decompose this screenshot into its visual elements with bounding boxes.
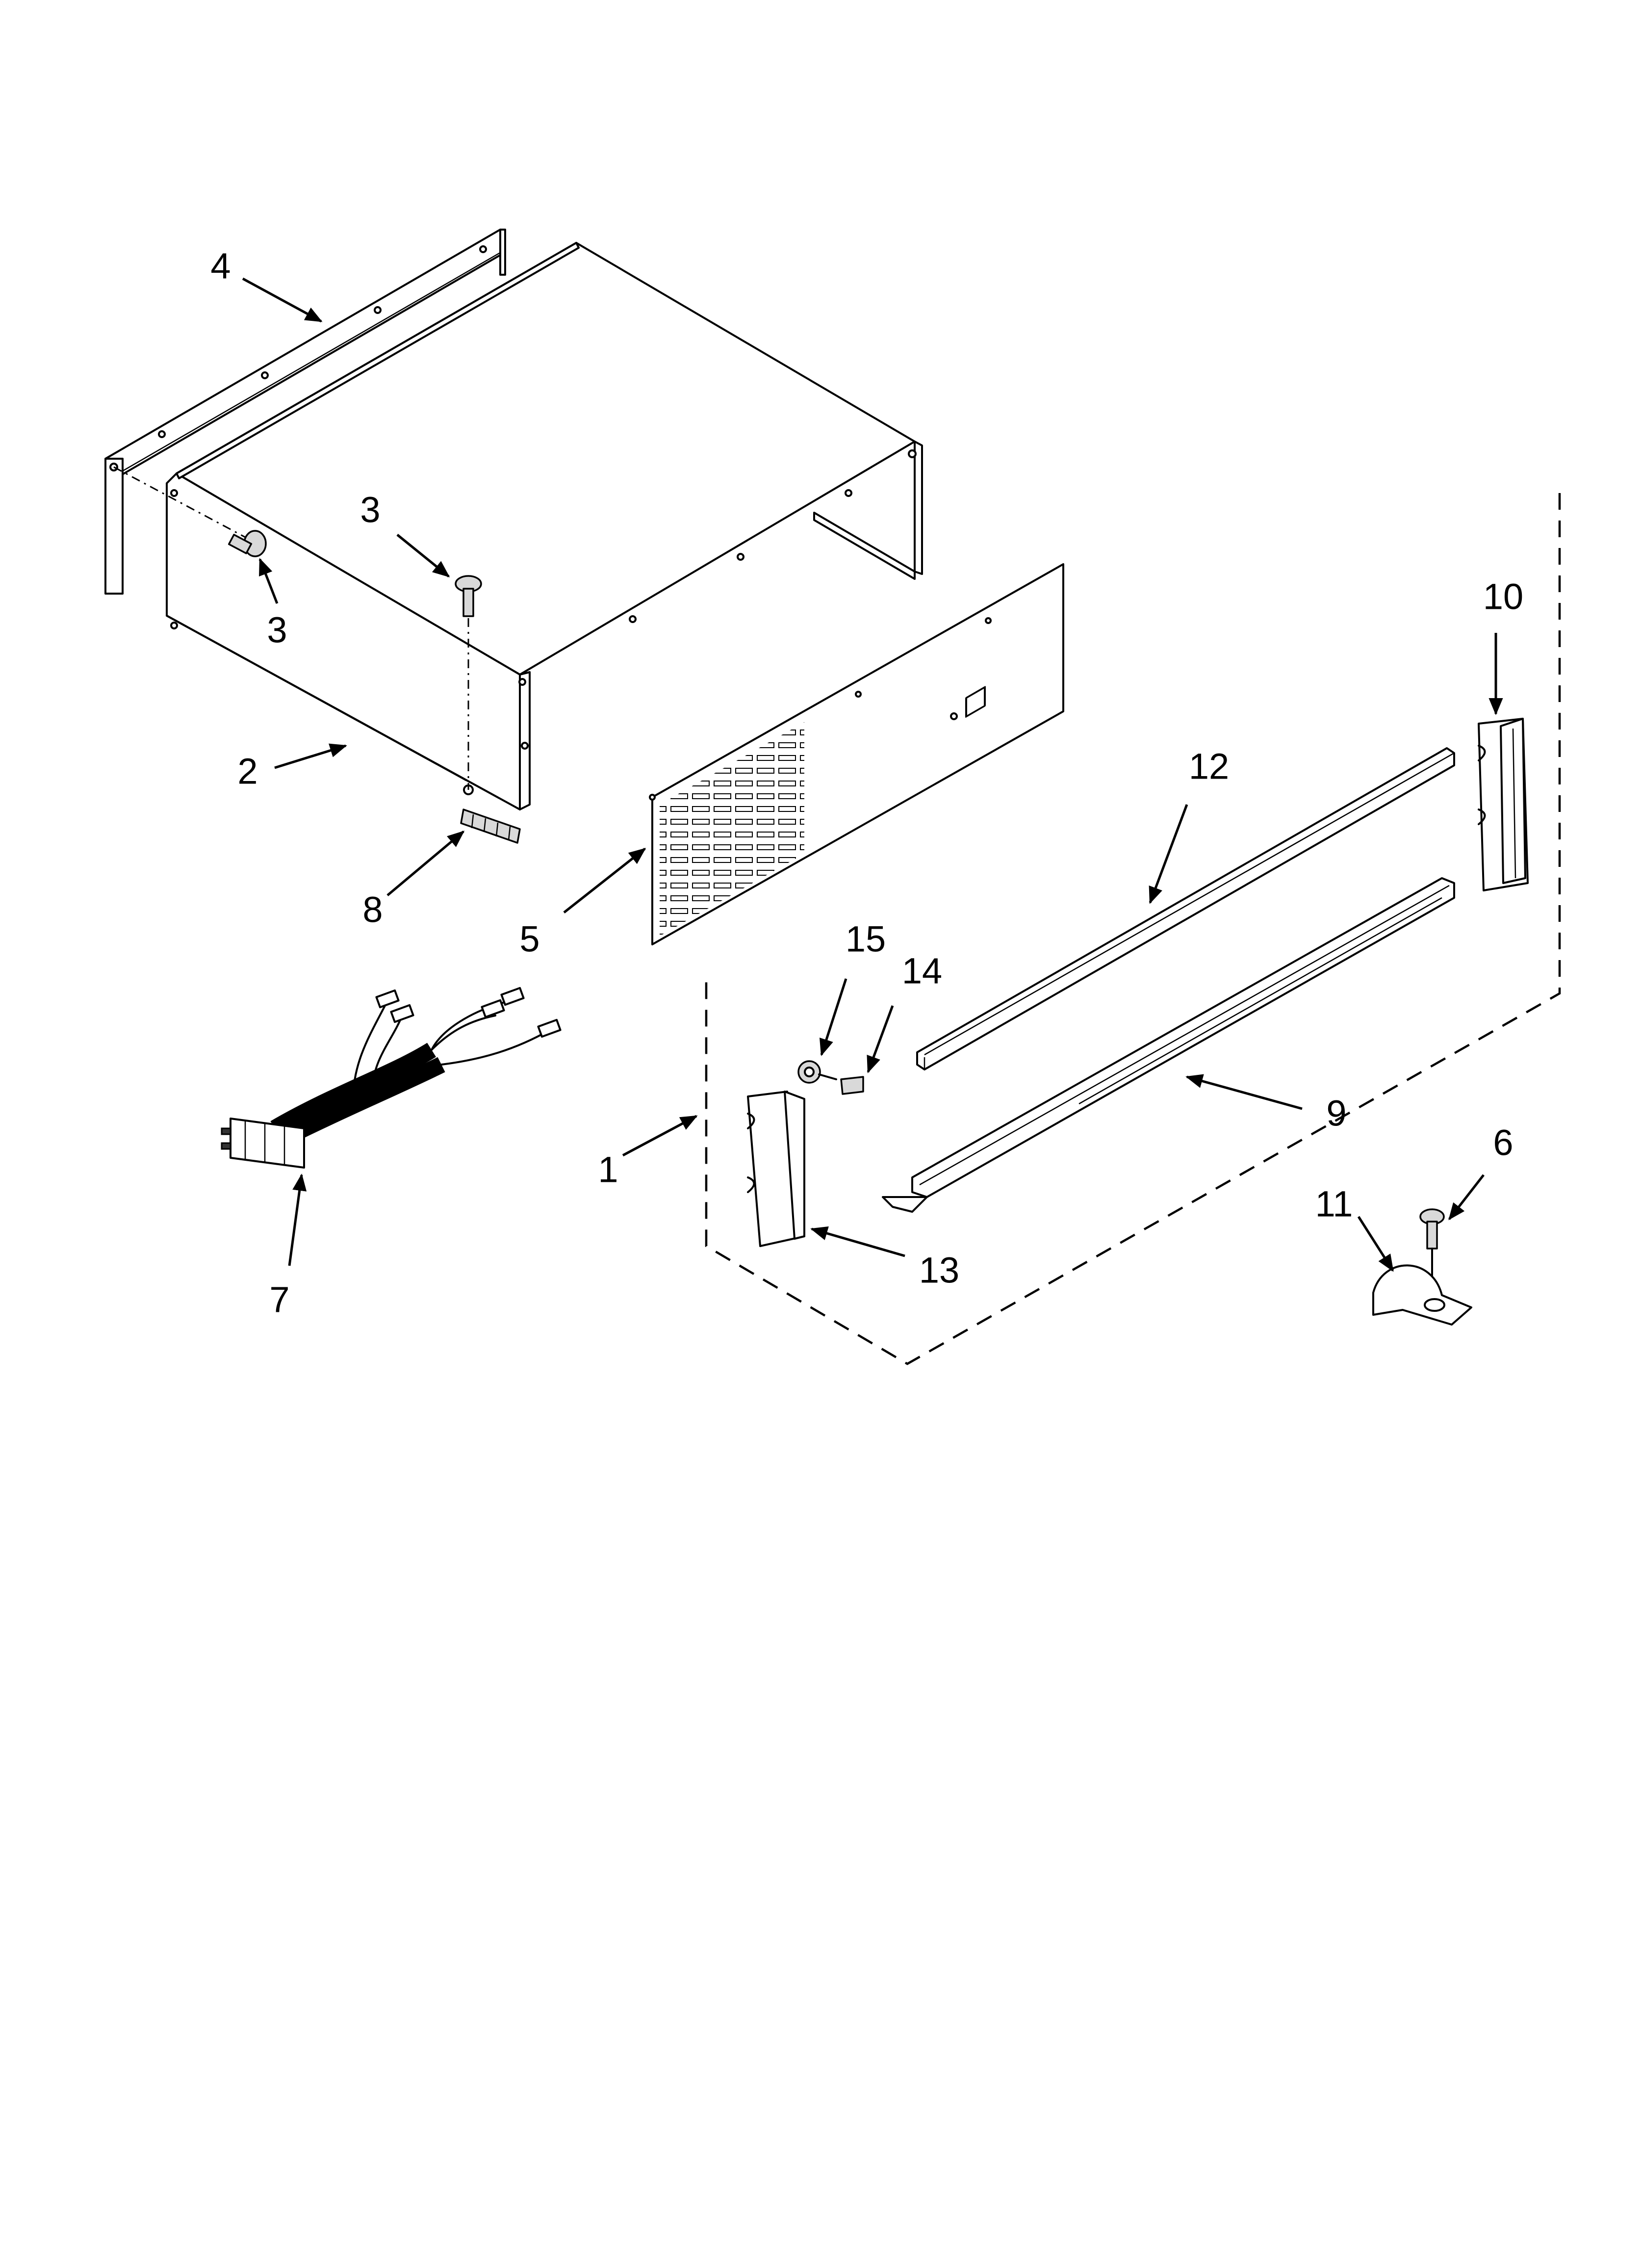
- callout-15: 15: [846, 919, 886, 960]
- part-3-top-screw: [455, 575, 482, 790]
- callout-5: 5: [519, 919, 539, 960]
- callout-13: 13: [919, 1250, 959, 1291]
- part-1-kit-boundary: [705, 493, 1561, 1365]
- callout-4: 4: [210, 246, 231, 287]
- callout-3: 3: [267, 610, 287, 651]
- part-14-stop: [840, 1076, 864, 1095]
- part-2-cabinet-wrapper: [166, 242, 923, 810]
- callout-10: 9: [1326, 1093, 1346, 1134]
- part-11-right-bracket: [1478, 718, 1529, 891]
- callout-6: 6: [1493, 1122, 1513, 1163]
- callout-1: 1: [598, 1149, 618, 1190]
- part-9-clamp: [1372, 1264, 1472, 1326]
- callout-3: 3: [360, 490, 380, 530]
- part-12-upper-slide-rail: [916, 747, 1455, 1070]
- part-13-left-bracket: [747, 1091, 805, 1247]
- callout-labels: 4 3 3 2 8 5 7 1 10 12 9 13 15 14 6 11: [210, 246, 1523, 1320]
- callout-14: 14: [902, 951, 942, 991]
- part-15-roller: [797, 1060, 837, 1084]
- callout-12: 12: [1189, 746, 1229, 787]
- part-5-louvered-panel: [649, 563, 1064, 945]
- callout-8: 8: [362, 889, 383, 930]
- part-6-screw: [1419, 1208, 1445, 1296]
- callout-11: 10: [1483, 576, 1523, 617]
- callout-2: 2: [237, 751, 257, 792]
- leader-lines: [242, 277, 1503, 1272]
- part-7-wire-harness: [221, 987, 562, 1169]
- part-4-rear-rail: [104, 229, 506, 595]
- callout-9: 11: [1315, 1184, 1353, 1225]
- part-8-clip: [460, 808, 521, 844]
- part-3-side-screw: [113, 466, 267, 557]
- part-10-lower-slide-rail: [882, 877, 1455, 1213]
- callout-7: 7: [269, 1279, 289, 1320]
